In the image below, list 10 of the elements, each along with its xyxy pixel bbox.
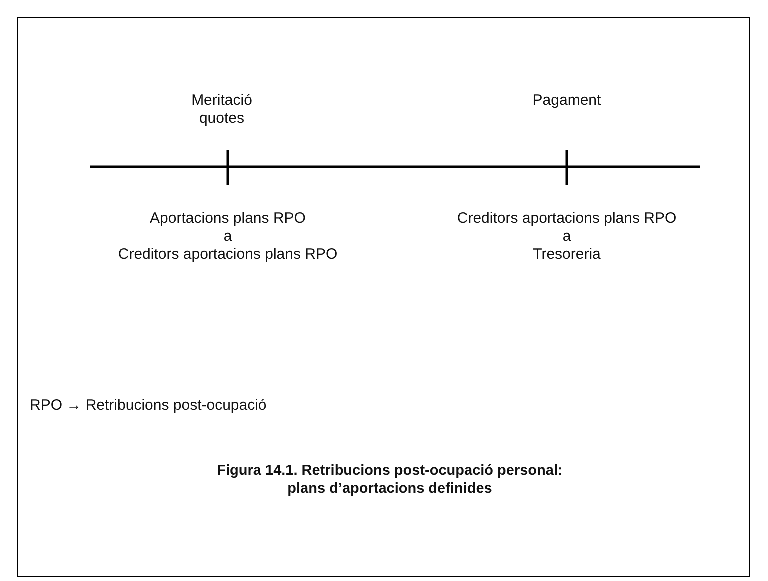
timeline-label: a <box>224 228 232 246</box>
timeline-label: Creditors aportacions plans RPO <box>457 210 677 228</box>
timeline-label: a <box>562 228 572 246</box>
timeline-label: Creditors aportacions plans RPO <box>118 246 338 264</box>
figure-caption: Figura 14.1. Retribucions post-ocupació personal: plans d’aportacions definides <box>216 462 564 498</box>
timeline-label: Aportacions plans RPO <box>150 210 306 228</box>
timeline-label: Pagament <box>532 92 602 110</box>
timeline-label: Meritació quotes <box>190 92 254 128</box>
timeline-label: Tresoreria <box>533 246 601 264</box>
timeline-label: RPO → Retribucions post-ocupació <box>30 397 267 415</box>
